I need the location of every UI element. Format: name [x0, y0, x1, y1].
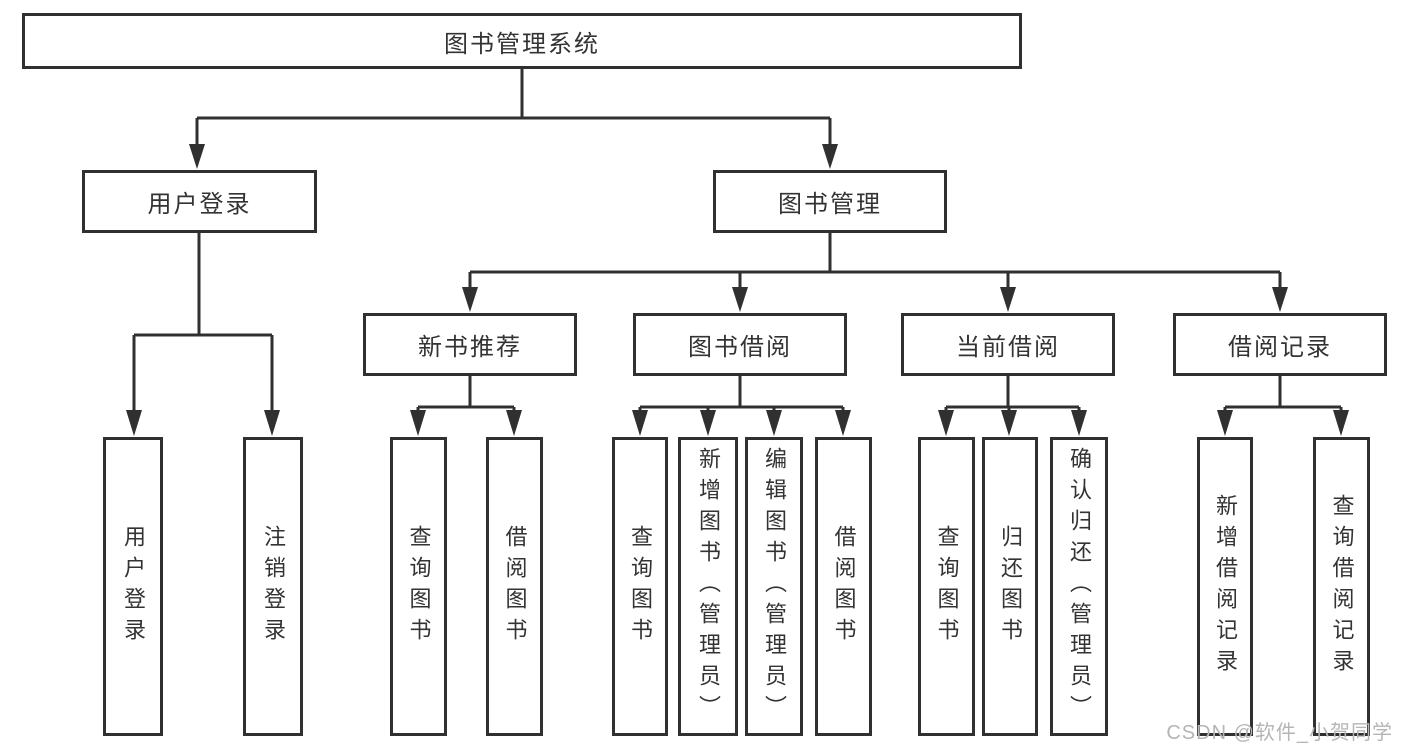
node-new-book-recommendation: 新书推荐	[363, 313, 577, 376]
leaf-return-books: 归还图书	[982, 437, 1038, 736]
leaf-query-books-current: 查询图书	[918, 437, 975, 736]
leaf-add-books-admin-label: 新增图书（管理员）	[696, 447, 721, 726]
leaf-borrow-books-borrowing: 借阅图书	[815, 437, 872, 736]
leaf-query-borrow-record-label: 查询借阅记录	[1329, 493, 1355, 680]
node-borrowing-records: 借阅记录	[1173, 313, 1387, 376]
leaf-borrow-books-borrowing-label: 借阅图书	[831, 524, 857, 649]
leaf-add-borrow-record-label: 新增借阅记录	[1213, 493, 1238, 680]
leaf-logout-label: 注销登录	[261, 524, 286, 649]
node-user-login: 用户登录	[82, 170, 317, 233]
leaf-add-books-admin: 新增图书（管理员）	[678, 437, 738, 736]
node-borrowing-records-label: 借阅记录	[1228, 334, 1332, 361]
node-book-management-label: 图书管理	[778, 191, 882, 218]
leaf-borrow-books-recommendation-label: 借阅图书	[502, 524, 528, 649]
leaf-edit-books-admin: 编辑图书（管理员）	[745, 437, 803, 736]
csdn-watermark: CSDN @软件_小贺同学	[1166, 722, 1393, 744]
node-root-label: 图书管理系统	[444, 30, 600, 58]
node-new-book-recommendation-label: 新书推荐	[418, 334, 522, 361]
node-book-borrowing: 图书借阅	[633, 313, 847, 376]
leaf-return-books-label: 归还图书	[998, 524, 1023, 649]
leaf-confirm-return-admin: 确认归还（管理员）	[1050, 437, 1108, 736]
leaf-user-login: 用户登录	[103, 437, 163, 736]
node-current-borrowing: 当前借阅	[901, 313, 1115, 376]
leaf-query-books-recommendation: 查询图书	[390, 437, 447, 736]
leaf-query-books-borrowing-label: 查询图书	[628, 524, 653, 649]
node-root-library-system: 图书管理系统	[22, 13, 1022, 69]
leaf-edit-books-admin-label: 编辑图书（管理员）	[762, 447, 787, 726]
node-user-login-label: 用户登录	[147, 191, 252, 218]
node-current-borrowing-label: 当前借阅	[956, 334, 1060, 361]
leaf-borrow-books-recommendation: 借阅图书	[486, 437, 543, 736]
leaf-confirm-return-admin-label: 确认归还（管理员）	[1067, 447, 1092, 726]
leaf-query-borrow-record: 查询借阅记录	[1313, 437, 1370, 736]
leaf-query-books-current-label: 查询图书	[934, 524, 960, 649]
node-book-borrowing-label: 图书借阅	[688, 334, 792, 361]
leaf-user-login-label: 用户登录	[121, 524, 146, 649]
node-book-management: 图书管理	[713, 170, 947, 233]
leaf-logout: 注销登录	[243, 437, 303, 736]
leaf-add-borrow-record: 新增借阅记录	[1197, 437, 1253, 736]
leaf-query-books-borrowing: 查询图书	[612, 437, 668, 736]
leaf-query-books-recommendation-label: 查询图书	[406, 524, 432, 649]
